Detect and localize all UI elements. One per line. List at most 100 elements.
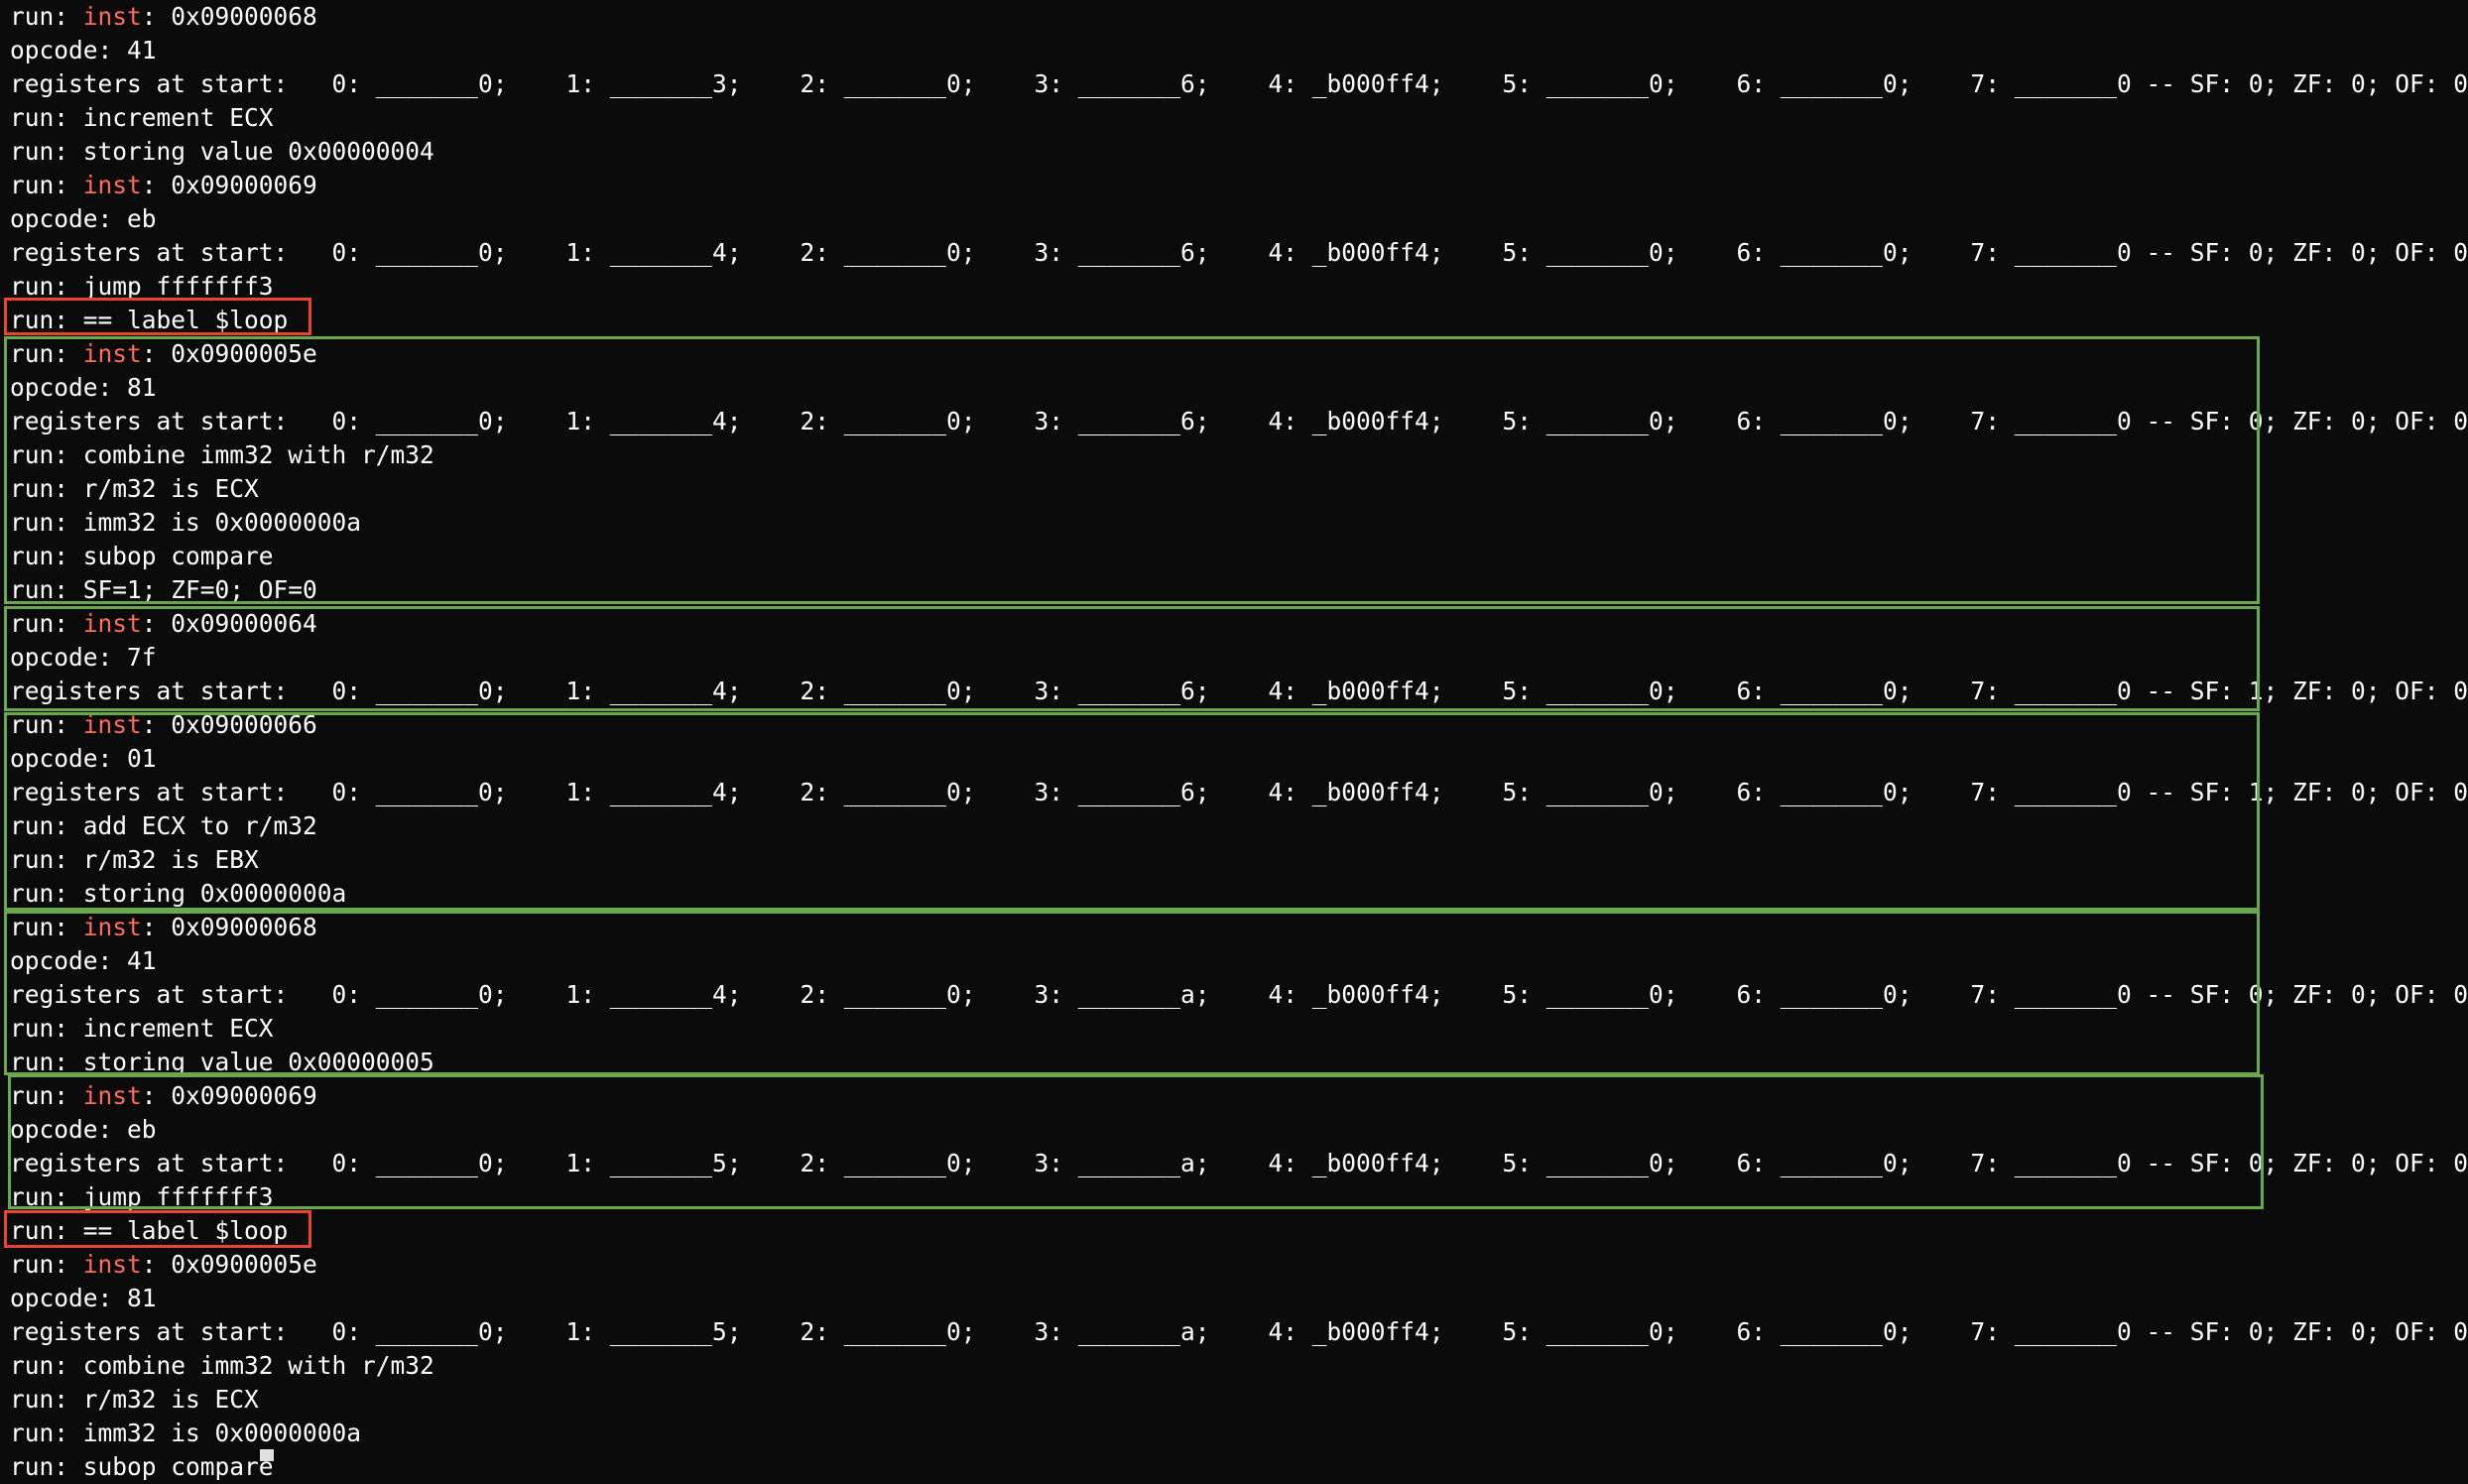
line-text: run:: [10, 171, 83, 199]
terminal-line: opcode: 01: [10, 742, 157, 776]
line-text: run: == label $loop: [10, 1216, 289, 1245]
keyword-inst: inst: [82, 1081, 142, 1110]
terminal-line: run: inst: 0x0900005e: [10, 1248, 317, 1282]
line-text: opcode: 81: [10, 1284, 157, 1312]
keyword-inst: inst: [82, 339, 142, 368]
terminal-line: opcode: 41: [10, 34, 157, 67]
terminal-line: run: storing 0x0000000a: [10, 877, 346, 911]
line-text-rest: : 0x09000069: [141, 171, 317, 199]
keyword-inst: inst: [82, 913, 142, 941]
line-text: registers at start: 0: _______0; 1: ____…: [10, 407, 2468, 435]
line-text: opcode: eb: [10, 204, 157, 233]
line-text-rest: : 0x09000068: [141, 913, 317, 941]
terminal-line: run: r/m32 is ECX: [10, 1383, 259, 1417]
terminal-line: opcode: 81: [10, 371, 157, 405]
line-text: run:: [10, 609, 83, 638]
terminal-line: run: combine imm32 with r/m32: [10, 1349, 434, 1383]
keyword-inst: inst: [82, 2, 142, 31]
terminal-line: registers at start: 0: _______0; 1: ____…: [10, 675, 2468, 708]
line-text: opcode: 81: [10, 373, 157, 402]
terminal-line: run: storing value 0x00000004: [10, 135, 434, 169]
line-text: run: subop compare: [10, 1452, 274, 1481]
terminal-line: registers at start: 0: _______0; 1: ____…: [10, 67, 2468, 101]
line-text: run: storing 0x0000000a: [10, 879, 347, 908]
terminal-line: run: inst: 0x0900005e: [10, 337, 317, 371]
line-text: run: jump fffffff3: [10, 272, 274, 301]
line-text: registers at start: 0: _______0; 1: ____…: [10, 677, 2468, 705]
line-text: run:: [10, 1250, 83, 1279]
line-text-rest: : 0x09000068: [141, 2, 317, 31]
terminal-line: run: inst: 0x09000068: [10, 911, 317, 944]
terminal-line: run: == label $loop: [10, 1214, 288, 1248]
terminal-line: registers at start: 0: _______0; 1: ____…: [10, 405, 2468, 438]
keyword-inst: inst: [82, 1250, 142, 1279]
line-text: run: == label $loop: [10, 306, 289, 334]
line-text: run: increment ECX: [10, 1014, 274, 1043]
line-text: run: r/m32 is ECX: [10, 474, 259, 503]
terminal-line: run: combine imm32 with r/m32: [10, 438, 434, 472]
line-text: run: SF=1; ZF=0; OF=0: [10, 575, 317, 604]
terminal-line: registers at start: 0: _______0; 1: ____…: [10, 776, 2468, 809]
line-text: run:: [10, 1081, 83, 1110]
line-text: registers at start: 0: _______0; 1: ____…: [10, 1149, 2468, 1177]
line-text: opcode: 41: [10, 946, 157, 975]
terminal-line: run: inst: 0x09000069: [10, 1079, 317, 1113]
terminal-line: run: jump fffffff3: [10, 1180, 274, 1214]
terminal-line: run: imm32 is 0x0000000a: [10, 1417, 361, 1450]
terminal-line: opcode: 41: [10, 944, 157, 978]
line-text: run:: [10, 339, 83, 368]
line-text-rest: : 0x0900005e: [141, 339, 317, 368]
line-text: run: imm32 is 0x0000000a: [10, 508, 362, 537]
terminal-line: registers at start: 0: _______0; 1: ____…: [10, 978, 2468, 1012]
line-text-rest: : 0x09000069: [141, 1081, 317, 1110]
terminal-line: run: inst: 0x09000064: [10, 607, 317, 641]
terminal-line: run: inst: 0x09000068: [10, 0, 317, 34]
terminal-line: opcode: eb: [10, 202, 157, 236]
terminal-line: run: increment ECX: [10, 1012, 274, 1046]
line-text: run: add ECX to r/m32: [10, 811, 317, 840]
line-text: registers at start: 0: _______0; 1: ____…: [10, 980, 2468, 1009]
line-text: run:: [10, 2, 83, 31]
jump-block-highlight: [8, 1074, 2264, 1209]
keyword-inst: inst: [82, 609, 142, 638]
line-text: opcode: 7f: [10, 643, 157, 672]
terminal-line: opcode: eb: [10, 1113, 157, 1147]
line-text: run: r/m32 is ECX: [10, 1385, 259, 1414]
terminal-line: run: inst: 0x09000066: [10, 708, 317, 742]
line-text-rest: : 0x0900005e: [141, 1250, 317, 1279]
terminal-line: registers at start: 0: _______0; 1: ____…: [10, 1315, 2468, 1349]
line-text: opcode: eb: [10, 1115, 157, 1144]
terminal-line: registers at start: 0: _______0; 1: ____…: [10, 1147, 2468, 1180]
terminal-line: run: add ECX to r/m32: [10, 809, 317, 843]
terminal-line: run: imm32 is 0x0000000a: [10, 506, 361, 540]
line-text: run: jump fffffff3: [10, 1182, 274, 1211]
terminal-line: run: inst: 0x09000069: [10, 169, 317, 202]
terminal-line: run: subop compare: [10, 540, 274, 573]
line-text: run: r/m32 is EBX: [10, 845, 259, 874]
line-text: run:: [10, 710, 83, 739]
terminal-line: run: increment ECX: [10, 101, 274, 135]
line-text: run: increment ECX: [10, 103, 274, 132]
terminal-line: opcode: 7f: [10, 641, 157, 675]
terminal-line: run: == label $loop: [10, 304, 288, 337]
terminal-line: run: jump fffffff3: [10, 270, 274, 304]
keyword-inst: inst: [82, 171, 142, 199]
terminal-line: run: SF=1; ZF=0; OF=0: [10, 573, 317, 607]
terminal-line: run: r/m32 is EBX: [10, 843, 259, 877]
line-text: registers at start: 0: _______0; 1: ____…: [10, 238, 2468, 267]
keyword-inst: inst: [82, 710, 142, 739]
line-text-rest: : 0x09000064: [141, 609, 317, 638]
line-text: run: imm32 is 0x0000000a: [10, 1419, 362, 1447]
line-text: run:: [10, 913, 83, 941]
line-text-rest: : 0x09000066: [141, 710, 317, 739]
line-text: opcode: 01: [10, 744, 157, 773]
terminal-line: opcode: 81: [10, 1282, 157, 1315]
line-text: run: combine imm32 with r/m32: [10, 1351, 434, 1380]
line-text: run: storing value 0x00000004: [10, 137, 434, 166]
terminal-line: run: storing value 0x00000005: [10, 1046, 434, 1079]
terminal-cursor: [260, 1449, 274, 1461]
terminal-line: registers at start: 0: _______0; 1: ____…: [10, 236, 2468, 270]
line-text: run: storing value 0x00000005: [10, 1048, 434, 1076]
line-text: registers at start: 0: _______0; 1: ____…: [10, 1317, 2468, 1346]
